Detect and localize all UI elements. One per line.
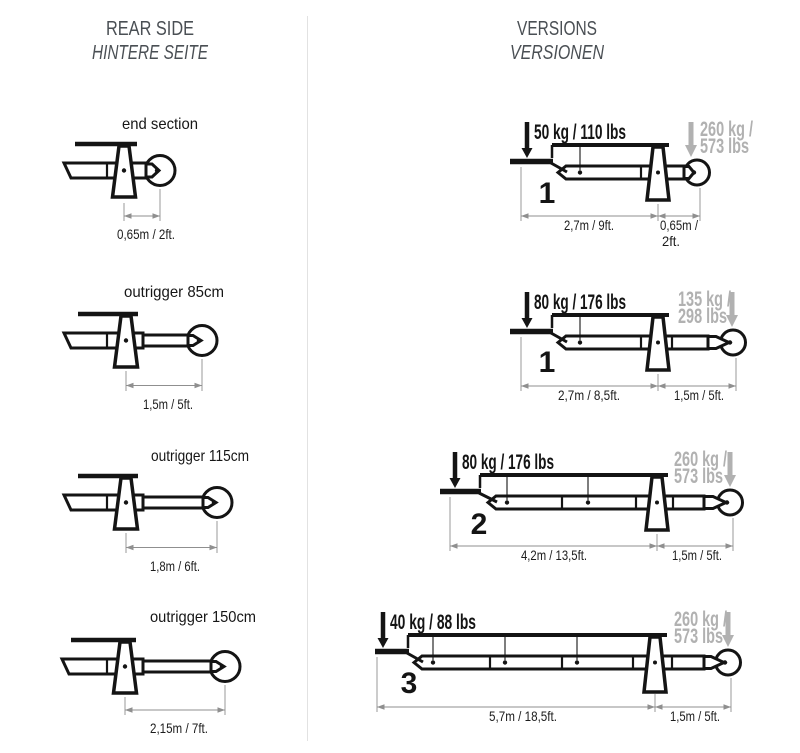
main-load-arrow-icon [449,452,461,488]
roller-pin [186,334,204,347]
dimension-main-label: 4,2m / 13,5ft. [521,547,587,563]
end-load-label-line1: 135 kg / [678,288,731,311]
diagram-title: outrigger 150cm [150,609,256,626]
roller-pin [144,162,162,179]
version-row-2: 80 kg / 176 lbs 135 kg / 298 lbs 1 2,7m … [510,288,747,403]
dimension-end-label: 1,5m / 5ft. [674,387,724,403]
end-load-label-line2: 573 lbs [674,465,723,488]
dimension-end-label: 1,5m / 5ft. [672,547,722,563]
dimension-label: 1,5m / 5ft. [143,396,193,412]
diagram-title: end section [122,116,198,133]
dimension-main-label: 2,7m / 8,5ft. [558,387,620,403]
end-load-arrow-icon [722,612,734,647]
rear-side-title: REAR SIDE [106,18,194,40]
version-number: 1 [539,346,556,379]
main-load-label: 80 kg / 176 lbs [534,291,626,314]
rear-side-subtitle: HINTERE SEITE [92,42,209,64]
dimension: 4,2m / 13,5ft. 1,5m / 5ft. [449,497,734,563]
dimension: 5,7m / 18,5ft. 1,5m / 5ft. [376,657,732,724]
rear-diagram-outrigger-150: outrigger 150cm 2,15m / 7ft. [59,609,256,736]
end-load-arrow-icon [685,122,697,157]
dimension-label: 0,65m / 2ft. [117,226,175,242]
roller-pin [682,165,696,180]
main-load-label: 40 kg / 88 lbs [390,611,476,634]
end-load-label-line2: 298 lbs [678,305,727,328]
roller-pin [702,655,728,670]
end-load-label-line1: 260 kg / [700,118,753,141]
version-number: 2 [471,508,488,541]
end-load-label-line1: 260 kg / [674,608,727,631]
dimension: 2,7m / 9ft. 0,65m / 2ft. [520,167,701,249]
dimension: 2,15m / 7ft. [124,685,226,736]
main-load-label: 80 kg / 176 lbs [462,451,554,474]
dimension-end-label-line2: 2ft. [662,233,680,249]
main-load-arrow-icon [377,612,389,648]
roller-pin [209,660,227,673]
versions-subtitle: VERSIONEN [510,42,604,64]
main-load-label: 50 kg / 110 lbs [534,121,626,144]
dimension-main-label: 5,7m / 18,5ft. [489,708,557,724]
rear-diagram-end-section: end section 0,65m / 2ft. [61,116,198,242]
roller-pin [706,335,733,350]
version-row-1: 50 kg / 110 lbs 260 kg / 573 lbs 1 2,7m … [510,118,753,249]
end-load-arrow-icon [724,452,736,487]
dimension-end-label: 1,5m / 5ft. [670,708,720,724]
rear-diagram-outrigger-115: outrigger 115cm 1,8m / 6ft. [61,448,249,574]
version-number: 1 [539,177,556,210]
diagram-title: outrigger 115cm [151,448,249,465]
roller-pin [201,496,219,509]
end-load-label-line2: 573 lbs [700,135,749,158]
dimension: 0,65m / 2ft. [117,189,175,242]
end-load-label-line1: 260 kg / [674,448,727,471]
end-load-label-line2: 573 lbs [674,625,723,648]
version-row-4: 40 kg / 88 lbs 260 kg / 573 lbs 3 5,7m /… [375,608,742,724]
dimension-label: 1,8m / 6ft. [150,558,200,574]
dimension: 1,5m / 5ft. [125,359,203,412]
diagram-title: outrigger 85cm [124,284,224,301]
outrigger-rod [141,333,190,348]
outrigger-rod [141,495,205,510]
main-load-arrow-icon [521,122,533,158]
dimension-main-label: 2,7m / 9ft. [564,217,614,233]
version-row-3: 80 kg / 176 lbs 260 kg / 573 lbs 2 4,2m … [440,448,744,563]
dimension: 1,8m / 6ft. [125,521,218,574]
beam [485,494,706,511]
roller-pin [702,495,730,510]
rear-diagram-outrigger-85: outrigger 85cm 1,5m / 5ft. [61,284,224,412]
version-number: 3 [401,667,418,700]
versions-title: VERSIONS [517,18,597,40]
end-load-arrow-icon [726,292,738,327]
dimension-end-label-line1: 0,65m / [660,217,698,233]
outrigger-rod [141,659,213,674]
dimension: 2,7m / 8,5ft. 1,5m / 5ft. [520,337,737,403]
dimension-label: 2,15m / 7ft. [150,720,208,736]
main-load-arrow-icon [521,292,533,328]
